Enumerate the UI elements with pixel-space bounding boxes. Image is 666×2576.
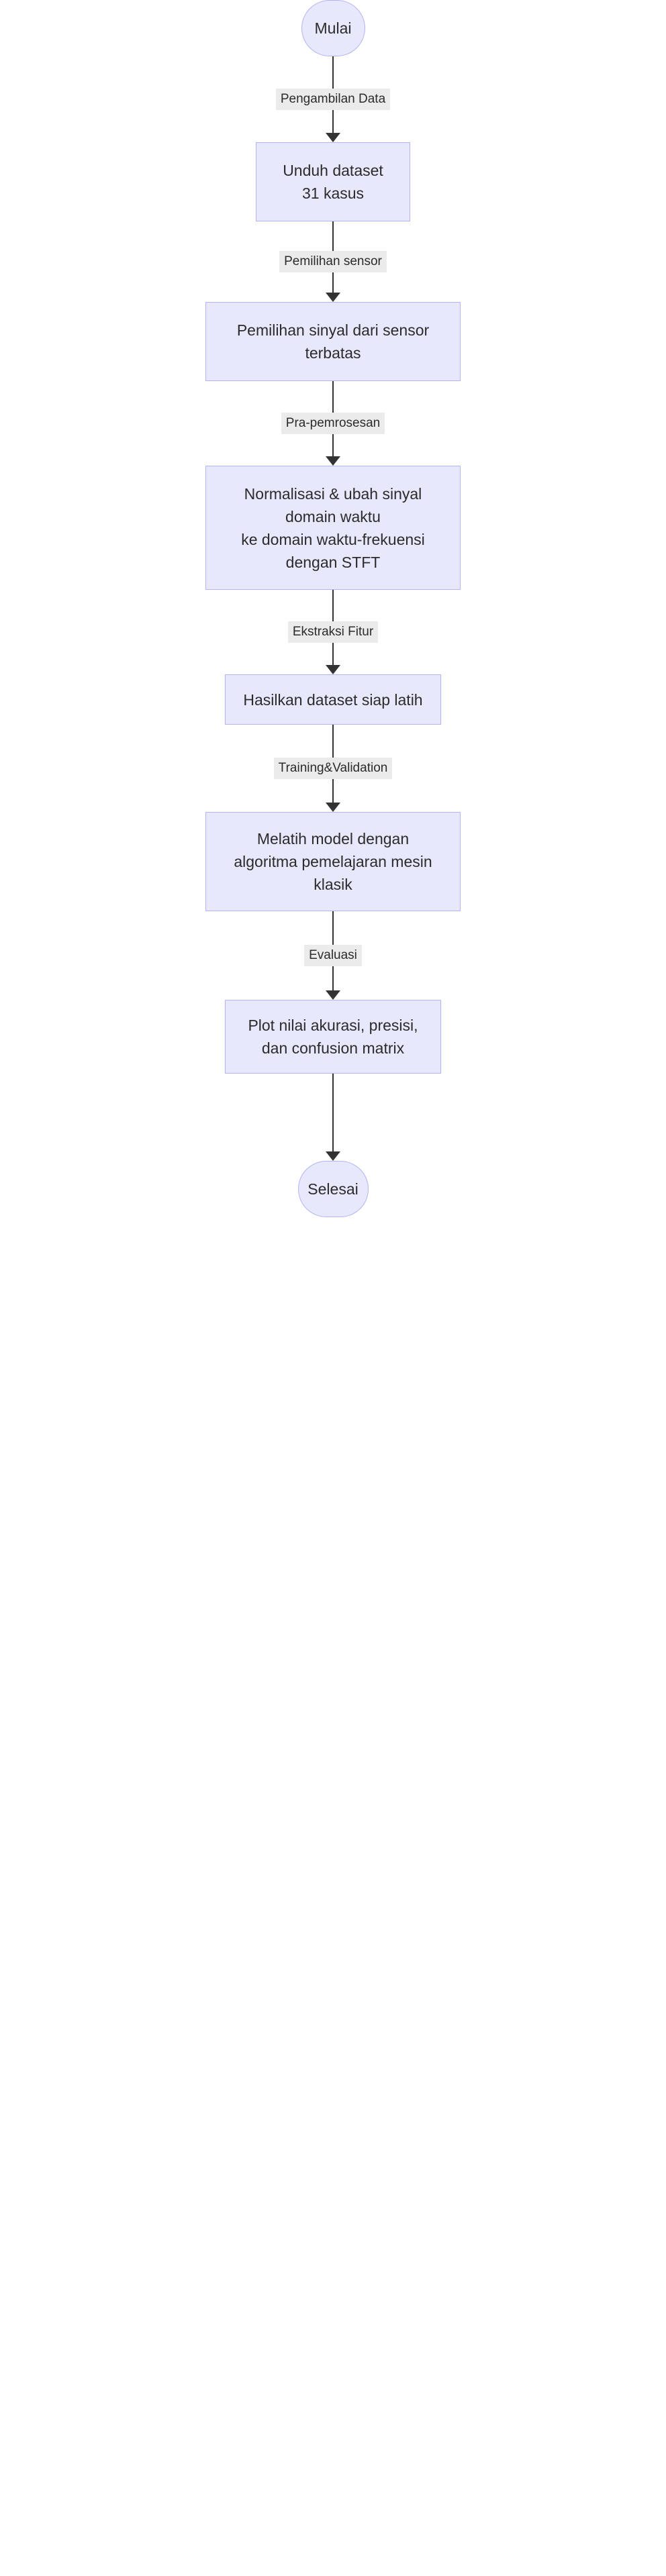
node-unduh-dataset-label: Unduh dataset 31 kasus <box>283 162 383 202</box>
node-end-label: Selesai <box>307 1180 359 1198</box>
arrowhead-icon <box>326 293 340 302</box>
node-melatih-model-label: Melatih model dengan algoritma pemelajar… <box>234 830 432 893</box>
edge-label-pra-pemrosesan: Pra-pemrosesan <box>281 413 385 434</box>
edge-line <box>332 1074 334 1152</box>
node-normalisasi-stft-label: Normalisasi & ubah sinyal domain waktu k… <box>241 484 425 571</box>
edge-plot-to-end <box>0 1074 666 1161</box>
edge-label-pengambilan-data: Pengambilan Data <box>275 89 391 110</box>
node-pemilihan-sinyal-label: Pemilihan sinyal dari sensor terbatas <box>236 321 430 362</box>
node-start[interactable]: Mulai <box>301 0 365 56</box>
arrowhead-icon <box>326 1151 340 1161</box>
node-unduh-dataset[interactable]: Unduh dataset 31 kasus <box>256 142 410 221</box>
node-hasilkan-dataset[interactable]: Hasilkan dataset siap latih <box>225 674 441 725</box>
node-plot-metrik[interactable]: Plot nilai akurasi, presisi, dan confusi… <box>225 1000 441 1074</box>
node-normalisasi-stft[interactable]: Normalisasi & ubah sinyal domain waktu k… <box>205 466 461 590</box>
edge-pemilihan-to-normalisasi: Pra-pemrosesan <box>0 381 666 466</box>
arrowhead-icon <box>326 133 340 142</box>
edge-start-to-unduh: Pengambilan Data <box>0 56 666 142</box>
edge-label-evaluasi: Evaluasi <box>304 945 362 966</box>
edge-normalisasi-to-hasilkan: Ekstraksi Fitur <box>0 590 666 674</box>
edge-hasilkan-to-melatih: Training&Validation <box>0 725 666 812</box>
node-hasilkan-dataset-label: Hasilkan dataset siap latih <box>243 690 423 709</box>
edge-label-pemilihan-sensor: Pemilihan sensor <box>279 251 387 272</box>
arrowhead-icon <box>326 803 340 812</box>
arrowhead-icon <box>326 665 340 674</box>
edge-label-training-validation: Training&Validation <box>273 758 393 779</box>
edge-label-ekstraksi-fitur: Ekstraksi Fitur <box>287 621 379 643</box>
edge-melatih-to-plot: Evaluasi <box>0 911 666 1000</box>
node-plot-metrik-label: Plot nilai akurasi, presisi, dan confusi… <box>248 1017 418 1057</box>
node-end[interactable]: Selesai <box>297 1161 369 1217</box>
edge-unduh-to-pemilihan: Pemilihan sensor <box>0 221 666 302</box>
arrowhead-icon <box>326 990 340 1000</box>
arrowhead-icon <box>326 456 340 466</box>
node-melatih-model[interactable]: Melatih model dengan algoritma pemelajar… <box>205 812 461 911</box>
node-start-label: Mulai <box>314 19 352 37</box>
node-pemilihan-sinyal[interactable]: Pemilihan sinyal dari sensor terbatas <box>205 302 461 381</box>
